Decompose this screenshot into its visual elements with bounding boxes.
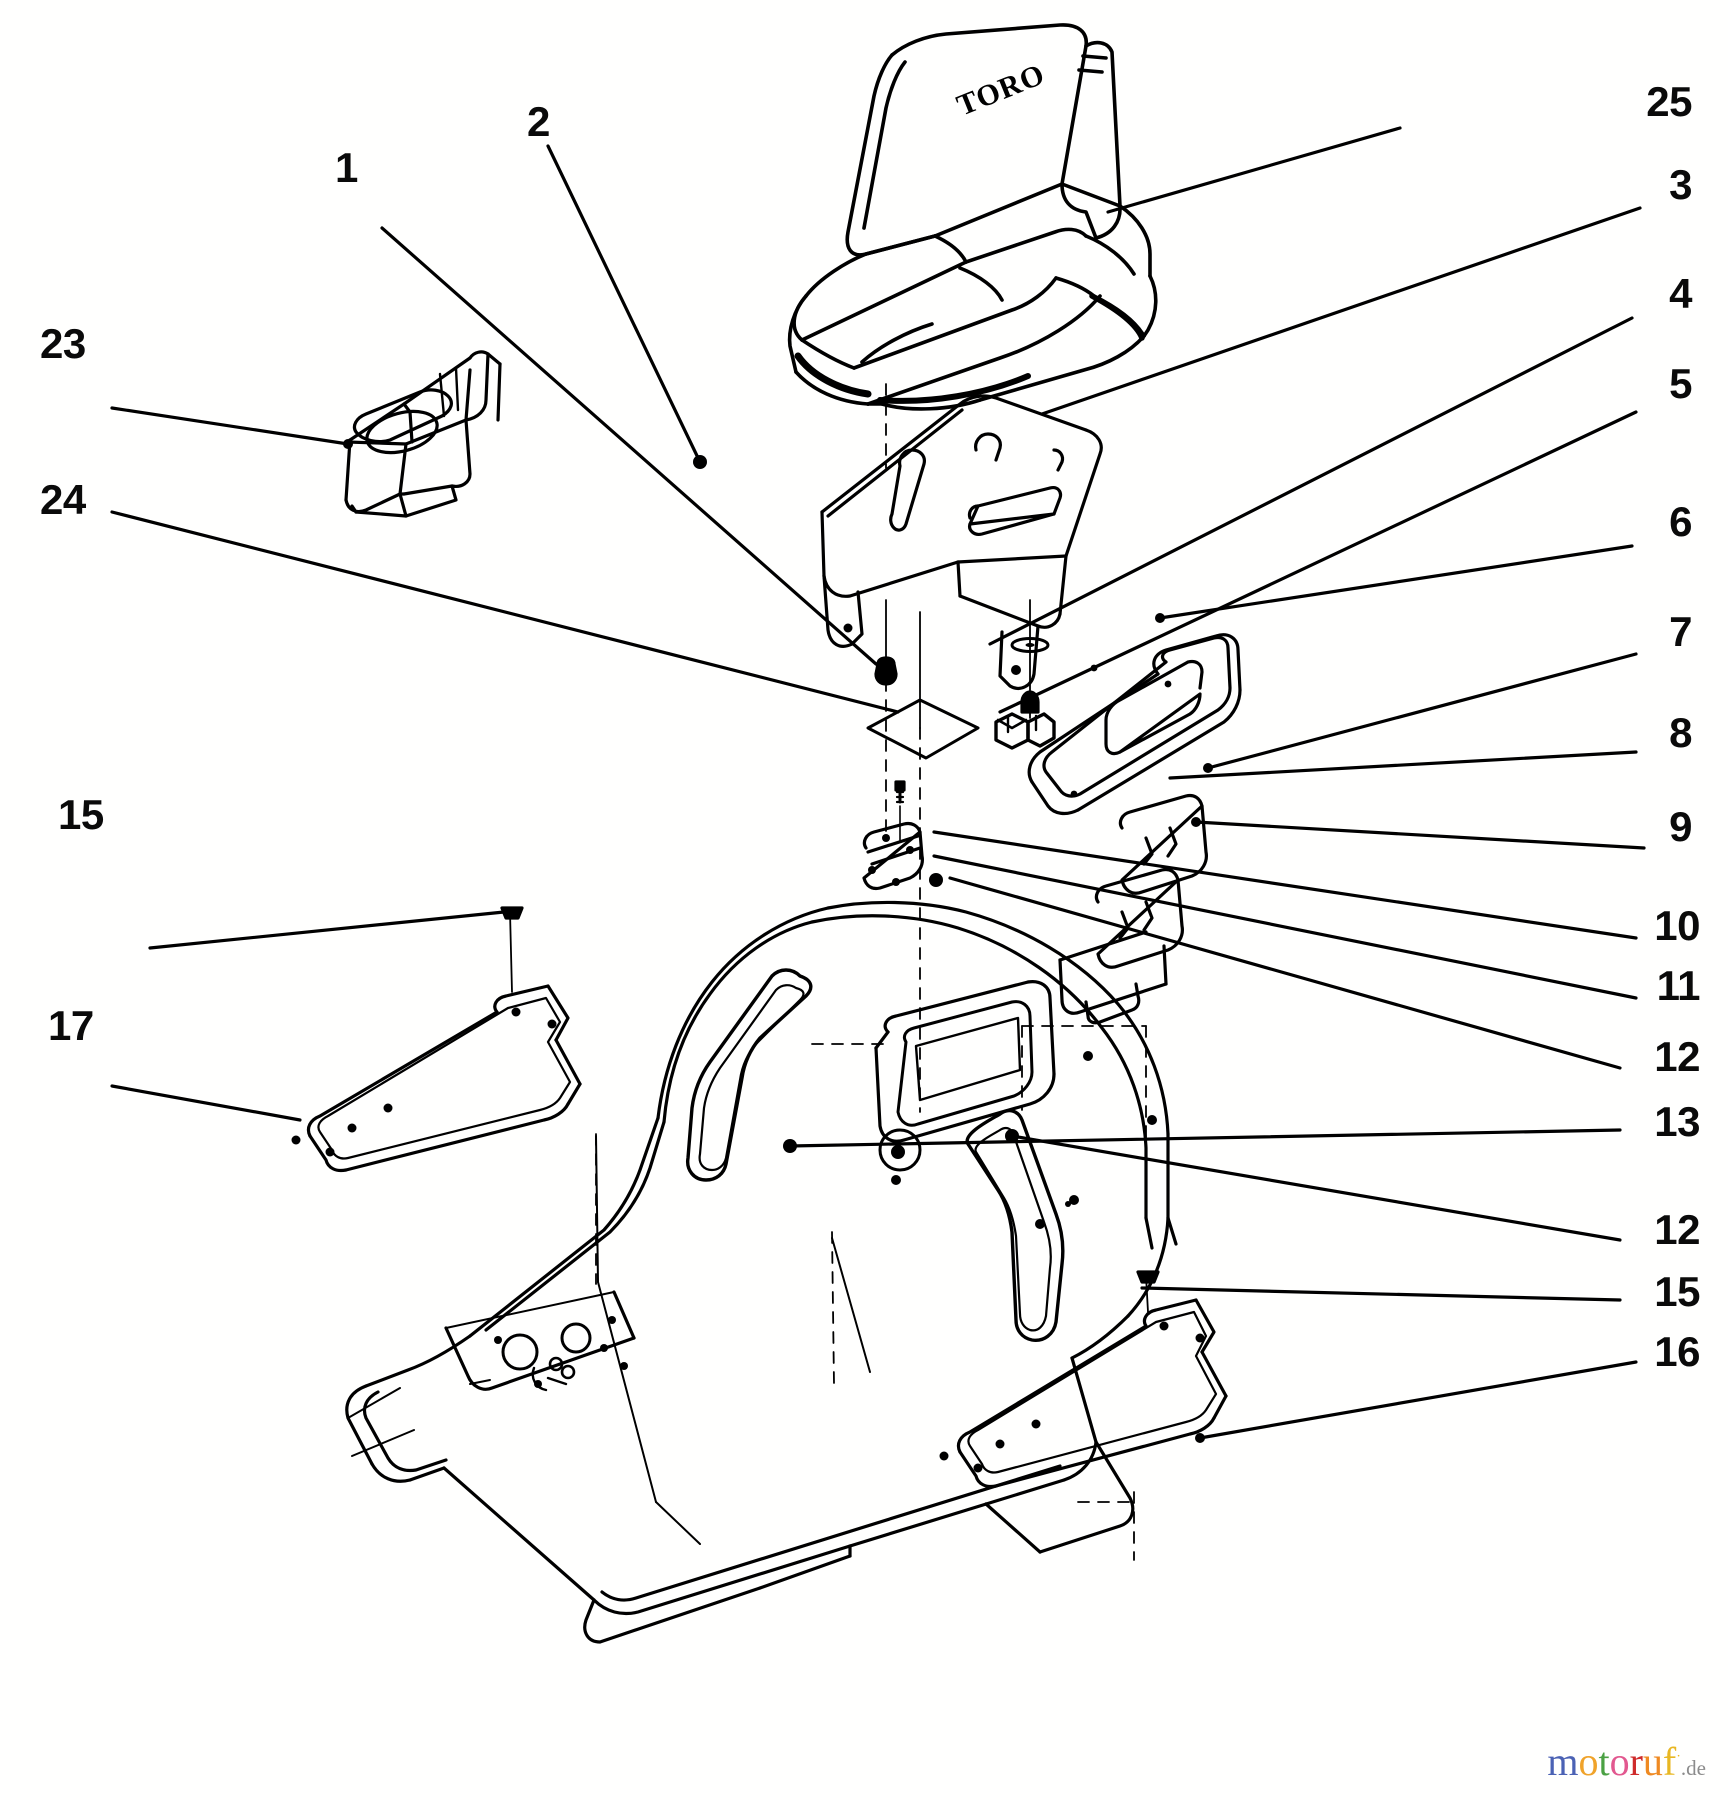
- callout-23: 23: [40, 320, 86, 367]
- part-screw-12: [894, 780, 906, 841]
- motoruf-watermark: motoruf·.de: [1547, 1742, 1706, 1782]
- wm-letter-o1: o: [1578, 1739, 1599, 1784]
- wm-letter-f: f: [1662, 1739, 1677, 1784]
- wm-dot: ·: [1676, 1749, 1681, 1765]
- callout-6: 6: [1669, 498, 1692, 545]
- callout-4: 4: [1669, 270, 1692, 317]
- part-left-footplate: [291, 906, 582, 1173]
- wm-letter-m: m: [1547, 1739, 1579, 1784]
- callout-9: 9: [1669, 803, 1692, 850]
- part-spring-clips: [1058, 793, 1208, 1025]
- part-cupholder: [344, 350, 502, 518]
- wm-letter-u: u: [1642, 1739, 1663, 1784]
- callout-7: 7: [1669, 608, 1692, 655]
- part-screw-1: [874, 599, 898, 686]
- part-hinge-bracket: [862, 821, 924, 891]
- callout-12-lower: 12: [1654, 1206, 1700, 1253]
- wm-letter-t: t: [1598, 1739, 1610, 1784]
- svg-text:TORO: TORO: [952, 57, 1049, 122]
- callout-12-upper: 12: [1654, 1033, 1700, 1080]
- toro-logo: TORO: [952, 57, 1049, 122]
- part-right-footplate: [939, 1270, 1228, 1489]
- callout-15-left: 15: [58, 791, 104, 838]
- part-seat-pan: [820, 394, 1103, 690]
- leader-lines: [110, 126, 1646, 1443]
- part-flat-plate: [866, 611, 980, 760]
- part-washer-nut: [994, 599, 1056, 750]
- part-seat-pad: [1027, 633, 1242, 816]
- wm-suffix: .de: [1680, 1756, 1706, 1780]
- callout-10: 10: [1654, 902, 1700, 949]
- callout-8: 8: [1669, 709, 1692, 756]
- part-seat: [787, 23, 1158, 411]
- callout-25: 25: [1646, 78, 1692, 125]
- callout-15-right: 15: [1654, 1268, 1700, 1315]
- wm-letter-r: r: [1629, 1739, 1643, 1784]
- part-main-frame: [345, 383, 1178, 1644]
- callout-1: 1: [335, 144, 358, 191]
- callout-2: 2: [527, 98, 550, 145]
- callout-17: 17: [48, 1002, 94, 1049]
- callout-5: 5: [1669, 360, 1692, 407]
- wm-letter-o2: o: [1609, 1739, 1630, 1784]
- callout-16: 16: [1654, 1328, 1700, 1375]
- callout-24: 24: [40, 476, 86, 523]
- callout-11: 11: [1656, 962, 1701, 1009]
- callout-13: 13: [1654, 1098, 1700, 1145]
- callout-3: 3: [1669, 161, 1692, 208]
